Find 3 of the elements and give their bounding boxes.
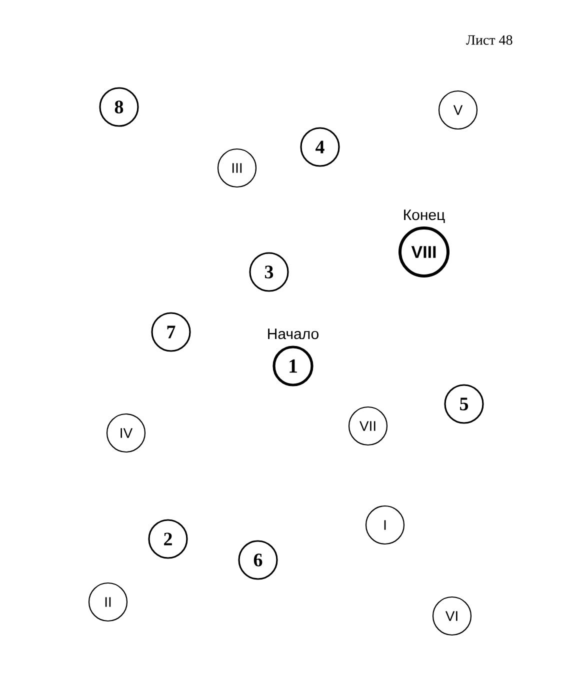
circle-heading: Начало [268,328,318,340]
circle-heading: Конец [404,210,445,223]
sheet-number: Лист 48 [466,35,512,45]
